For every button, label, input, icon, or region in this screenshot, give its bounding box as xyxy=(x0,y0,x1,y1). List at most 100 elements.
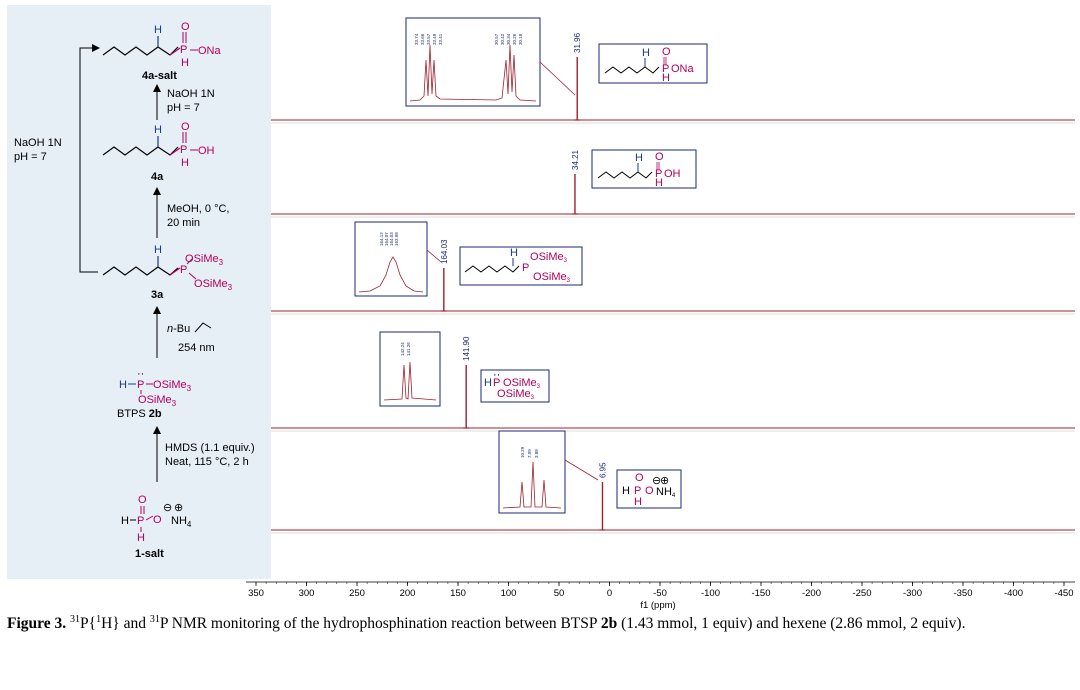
h-atom: H xyxy=(634,496,642,508)
inset-shift-label: 164.12 xyxy=(379,232,384,246)
compound-3a: H P OSiMe3 OSiMe3 3a xyxy=(102,244,233,301)
inset-shift-label: 30.26 xyxy=(512,33,517,45)
inset-trace xyxy=(409,44,537,102)
caption-sup: 31 xyxy=(70,613,80,625)
compound-4a-salt: H P O ONa H 4a-salt xyxy=(102,21,222,82)
h-atom: H xyxy=(154,24,162,36)
x-tick-label: -450 xyxy=(1054,588,1073,599)
compound-1-salt: O H P O ⊖ ⊕ NH4 H 1-salt xyxy=(121,494,192,560)
p-atom: P xyxy=(655,168,662,180)
x-tick-label: 350 xyxy=(248,588,264,599)
p-atom: P xyxy=(137,515,144,527)
o-atom: O xyxy=(153,514,162,526)
x-tick-label: -150 xyxy=(751,588,770,599)
compound-label-1-salt: 1-salt xyxy=(135,548,164,560)
p-atom: P xyxy=(137,379,144,391)
h-atom: H xyxy=(154,244,162,256)
x-tick-label: 0 xyxy=(607,588,612,599)
side-arrow xyxy=(79,44,100,273)
plus-charge-icon: ⊕ xyxy=(174,502,183,514)
x-tick-label: -100 xyxy=(701,588,720,599)
inset-shift-label: 164.07 xyxy=(384,232,389,246)
caption-sup: 31 xyxy=(149,613,160,625)
peak-shift-label: 31.96 xyxy=(573,32,582,53)
inset-shift-label: 33.66 xyxy=(420,33,425,45)
o-atom: O xyxy=(181,21,190,33)
inset-shift-label: 33.41 xyxy=(438,33,443,45)
x-tick-label: -350 xyxy=(953,588,972,599)
figure-caption: Figure 3. 31P{1H} and 31P NMR monitoring… xyxy=(7,614,1075,634)
condition-hv-1: n-Bu xyxy=(167,323,190,335)
compound-label-4a: 4a xyxy=(151,171,164,183)
inset-connector xyxy=(426,249,442,263)
inset-shift-label: 33.74 xyxy=(414,33,419,45)
side-condition-1: NaOH 1N xyxy=(14,137,62,149)
reaction-scheme: NaOH 1N pH = 7 H P O ONa H 4a-salt NaOH … xyxy=(14,21,255,560)
reaction-scheme-panel xyxy=(7,5,271,579)
x-tick-label: -400 xyxy=(1004,588,1023,599)
o-atom: O xyxy=(181,121,190,133)
compound-label-2b: BTPS 2b xyxy=(117,408,162,420)
osime3-group: OSiMe3 xyxy=(138,394,177,408)
condition-hmds-2: Neat, 115 °C, 2 h xyxy=(165,456,249,468)
caption-text: H} and xyxy=(101,615,150,632)
h-atom: H xyxy=(662,72,670,84)
structure-box-4a-salt: H P O ONa H xyxy=(598,43,708,84)
x-tick-label: 150 xyxy=(450,588,466,599)
h-atom: H xyxy=(622,485,630,497)
p-atom: P xyxy=(493,377,500,389)
h-atom: H xyxy=(642,47,650,59)
oh-group: OH xyxy=(198,145,215,157)
p-atom: P xyxy=(522,262,529,274)
structure-box-4a: H P O OH H xyxy=(591,149,697,189)
x-tick-label: -200 xyxy=(802,588,821,599)
osime3-group: OSiMe3 xyxy=(533,271,571,284)
x-tick-label: 250 xyxy=(349,588,365,599)
ona-group: ONa xyxy=(671,63,695,75)
peak-shift-label: 164.03 xyxy=(440,239,449,264)
structure-box-3a: H P OSiMe3 OSiMe3 xyxy=(459,246,583,286)
h-atom: H xyxy=(154,124,162,136)
inset-shift-label: 3.88 xyxy=(534,449,539,458)
inset-shift-label: 30.18 xyxy=(518,33,523,45)
inset-shift-label: 10.29 xyxy=(520,446,525,458)
osime3-group: OSiMe3 xyxy=(530,251,568,264)
inset-connector xyxy=(539,61,576,96)
x-tick-label: 200 xyxy=(400,588,416,599)
caption-text: (1.43 mmol, 1 equiv) and hexene (2.86 mm… xyxy=(617,615,966,632)
h-atom: H xyxy=(484,377,492,389)
condition-hv-2: 254 nm xyxy=(178,342,215,354)
osime3-group: OSiMe3 xyxy=(497,388,535,401)
condition-salt-2: pH = 7 xyxy=(167,102,200,114)
condition-hmds-1: HMDS (1.1 equiv.) xyxy=(165,442,255,454)
condition-meoh-1: MeOH, 0 °C, xyxy=(167,203,229,215)
x-tick-label: 100 xyxy=(501,588,517,599)
inset-shift-label: 30.34 xyxy=(506,33,511,45)
h-atom: H xyxy=(635,152,643,164)
minus-charge-icon: ⊖ xyxy=(652,475,661,487)
compound-label-4a-salt: 4a-salt xyxy=(142,70,177,82)
structure-box-1-salt: O H P O ⊖ ⊕ NH4 H xyxy=(616,469,682,509)
p-atom: P xyxy=(634,485,641,497)
lone-pair: ·· xyxy=(137,368,144,380)
side-condition-2: pH = 7 xyxy=(14,151,47,163)
inset-shift-label: 164.03 xyxy=(389,232,394,246)
inset-shift-label: 33.49 xyxy=(432,33,437,45)
inset-shift-label: 30.57 xyxy=(494,33,499,45)
o-atom: O xyxy=(635,472,644,484)
condition-salt-1: NaOH 1N xyxy=(167,88,215,100)
o-atom: O xyxy=(662,46,671,58)
h-atom: H xyxy=(119,379,127,391)
inset-shift-label: 141.26 xyxy=(406,342,411,356)
h-atom: H xyxy=(655,177,663,189)
ammonium-group: NH4 xyxy=(171,515,192,529)
o-atom: O xyxy=(655,151,664,163)
figure-graphic: NaOH 1N pH = 7 H P O ONa H 4a-salt NaOH … xyxy=(14,17,1075,610)
inset-shift-label: 30.42 xyxy=(500,33,505,45)
h-atom: H xyxy=(121,515,129,527)
